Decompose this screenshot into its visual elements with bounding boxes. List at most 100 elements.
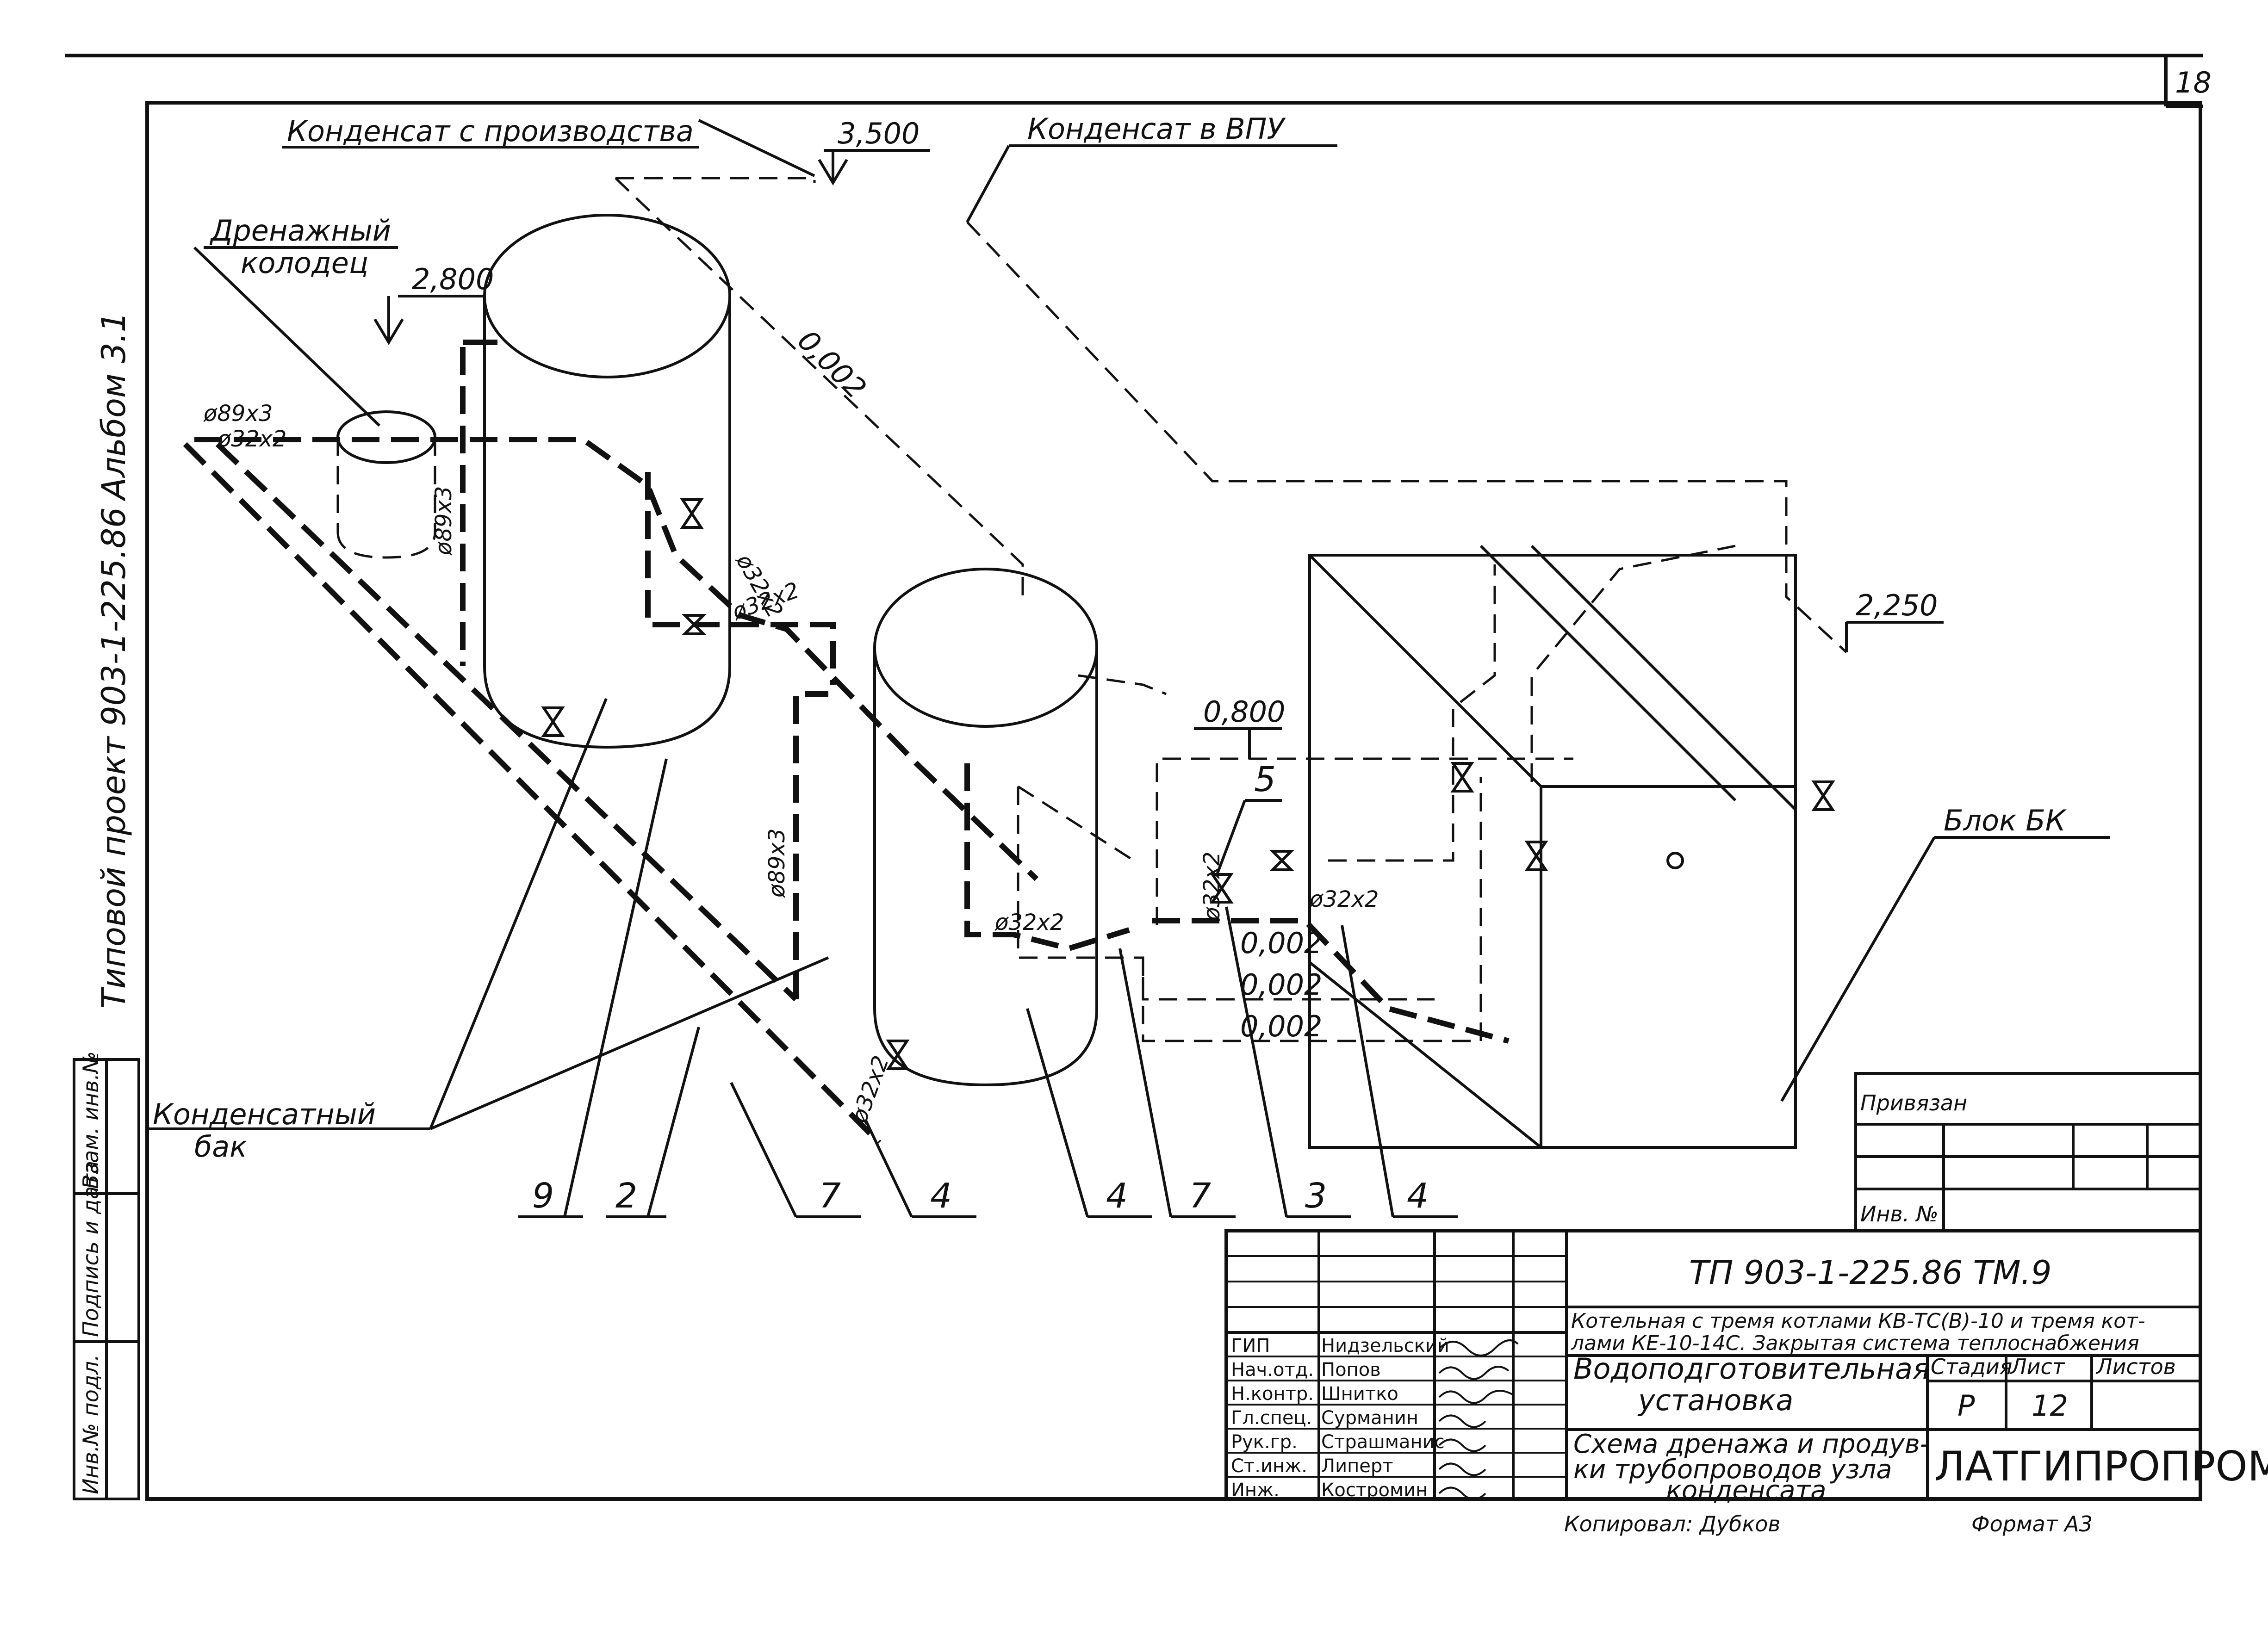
sheet-title-line3: конденсата bbox=[1666, 1475, 1827, 1505]
sheet-title-line1: Схема дренажа и продув- bbox=[1573, 1429, 1929, 1459]
svg-text:4: 4 bbox=[1407, 1176, 1429, 1216]
purge-line-2 bbox=[1142, 958, 1435, 1001]
elevation-0800: 0,800 bbox=[1203, 695, 1286, 729]
svg-text:Нач.отд.: Нач.отд. bbox=[1231, 1359, 1314, 1381]
valve-8 bbox=[1524, 841, 1548, 871]
drain-trunk-1 bbox=[183, 442, 882, 1145]
leader-condensate-tank-2 bbox=[429, 956, 829, 1130]
valve-1 bbox=[541, 706, 565, 737]
title-block: ГИП Нидзельский Нач.отд. Попов Н.контр. … bbox=[1224, 1229, 2268, 1505]
pipe-condensate-vpu bbox=[966, 221, 1847, 653]
svg-text:Н.контр.: Н.контр. bbox=[1231, 1383, 1314, 1405]
pipe-size-3: ø89х3 bbox=[431, 486, 457, 556]
stage-header: Стадия bbox=[1931, 1354, 2012, 1379]
tank1-bottom bbox=[483, 666, 731, 749]
svg-text:Нидзельский: Нидзельский bbox=[1321, 1335, 1449, 1356]
purge-line-6 bbox=[1328, 564, 1496, 862]
slope-label-3: 0,002 bbox=[1240, 968, 1323, 1002]
elevation-2250: 2,250 bbox=[1856, 588, 1938, 622]
page-number: 18 bbox=[2175, 66, 2212, 99]
svg-text:ГИП: ГИП bbox=[1231, 1335, 1270, 1356]
callout-3: 3 bbox=[1225, 906, 1351, 1218]
valve-7 bbox=[1450, 762, 1474, 793]
svg-text:Попов: Попов bbox=[1321, 1359, 1381, 1381]
inv-replace-label: Взам. инв.№ bbox=[78, 1051, 103, 1189]
svg-text:4: 4 bbox=[1106, 1176, 1128, 1216]
slope-label-4: 0,002 bbox=[1240, 1009, 1323, 1043]
svg-text:Шнитко: Шнитко bbox=[1321, 1383, 1398, 1405]
svg-text:Рук.гр.: Рук.гр. bbox=[1231, 1431, 1298, 1453]
block-bk-front bbox=[1540, 785, 1797, 1149]
document-code: ТП 903-1-225.86 ТМ.9 bbox=[1689, 1254, 2051, 1292]
drain-riser-2 bbox=[645, 472, 836, 685]
section-line2: установка bbox=[1637, 1383, 1793, 1417]
slope-label-2: 0,002 bbox=[1240, 926, 1323, 960]
elevation-2800-arrow bbox=[373, 318, 404, 345]
callout-7a: 7 bbox=[730, 1082, 861, 1218]
svg-text:Сурманин: Сурманин bbox=[1321, 1407, 1418, 1429]
sheets-header: Листов bbox=[2095, 1354, 2176, 1379]
pipe-condensate-production bbox=[615, 177, 1024, 601]
elevation-2800: 2,800 bbox=[412, 262, 494, 296]
svg-text:7: 7 bbox=[1189, 1176, 1211, 1216]
purge-line-3 bbox=[1156, 757, 1573, 925]
svg-text:Страшманис: Страшманис bbox=[1321, 1431, 1445, 1453]
description-line1: Котельная с тремя котлами КВ-ТС(В)-10 и … bbox=[1571, 1309, 2145, 1333]
valve-2 bbox=[680, 498, 704, 529]
elevation-3500: 3,500 bbox=[838, 117, 920, 150]
drain-line-5 bbox=[1152, 918, 1510, 1044]
pipe-size-2: ø32х2 bbox=[217, 426, 286, 452]
purge-line-1 bbox=[1017, 777, 1482, 1042]
svg-text:Липерт: Липерт bbox=[1321, 1455, 1393, 1477]
svg-text:4: 4 bbox=[930, 1176, 952, 1216]
drain-trunk-3 bbox=[194, 437, 1039, 881]
inv-orig-label: Инв.№ подл. bbox=[78, 1354, 103, 1494]
album-side-label: Альбом 3.1 bbox=[95, 312, 133, 502]
leader-condensate-vpu-2 bbox=[966, 145, 1010, 223]
drain-well-bottom bbox=[336, 532, 436, 559]
leader-block-2 bbox=[1780, 836, 1936, 1102]
binding-label: Привязан bbox=[1860, 1090, 1967, 1115]
pipe-size-1: ø89х3 bbox=[203, 401, 273, 427]
callout-5: 5 bbox=[1216, 760, 1282, 875]
sheet-title-line2: ки трубопроводов узла bbox=[1573, 1455, 1892, 1485]
leader-condensate-tank-1 bbox=[429, 698, 608, 1130]
sheet-value: 12 bbox=[2032, 1389, 2068, 1423]
drain-trunk-2 bbox=[215, 442, 798, 1002]
purge-line-7 bbox=[1530, 545, 1736, 782]
callout-7b: 7 bbox=[1118, 948, 1236, 1218]
callout-2: 2 bbox=[606, 1027, 700, 1218]
svg-text:Гл.спец.: Гл.спец. bbox=[1231, 1407, 1312, 1429]
binding-stamp: Привязан Инв. № bbox=[1854, 1072, 2202, 1232]
callout-4b: 4 bbox=[1026, 1008, 1152, 1218]
slope-label-1: 0,002 bbox=[791, 323, 873, 405]
callout-9: 9 bbox=[518, 758, 668, 1218]
pipe-size-9: ø32х2 bbox=[1309, 886, 1379, 912]
block-bk-edge-3 bbox=[1309, 961, 1542, 1149]
label-condensate-production: Конденсат с производства bbox=[287, 114, 694, 148]
svg-text:7: 7 bbox=[819, 1176, 841, 1216]
tank2-bottom bbox=[873, 1008, 1098, 1087]
valve-6 bbox=[1269, 850, 1295, 871]
pipe-size-6: ø89х3 bbox=[764, 829, 790, 898]
pipe-condensate-production-top bbox=[615, 177, 816, 183]
label-drain-well-2: колодец bbox=[241, 246, 368, 280]
valve-5 bbox=[1210, 873, 1234, 904]
format-label: Формат А3 bbox=[1971, 1511, 2093, 1536]
sheet-header: Лист bbox=[2010, 1354, 2065, 1379]
description-line2: лами КЕ-10-14С. Закрытая система теплосн… bbox=[1571, 1331, 2139, 1355]
svg-text:Костромин: Костромин bbox=[1321, 1480, 1428, 1501]
section-line1: Водоподготовительная bbox=[1573, 1352, 1930, 1386]
elevation-3500-arrow bbox=[818, 159, 848, 186]
copied-by: Копировал: Дубков bbox=[1564, 1511, 1781, 1536]
valve-3 bbox=[681, 614, 707, 635]
pipe-size-7: ø32х2 bbox=[994, 910, 1064, 935]
leader-drain-well-2 bbox=[193, 246, 381, 427]
svg-text:Инж.: Инж. bbox=[1231, 1480, 1280, 1501]
label-condensate-tank-2: бак bbox=[194, 1130, 247, 1164]
block-bk-back bbox=[1308, 554, 1797, 1149]
svg-text:5: 5 bbox=[1254, 760, 1276, 799]
svg-text:2: 2 bbox=[615, 1176, 637, 1216]
